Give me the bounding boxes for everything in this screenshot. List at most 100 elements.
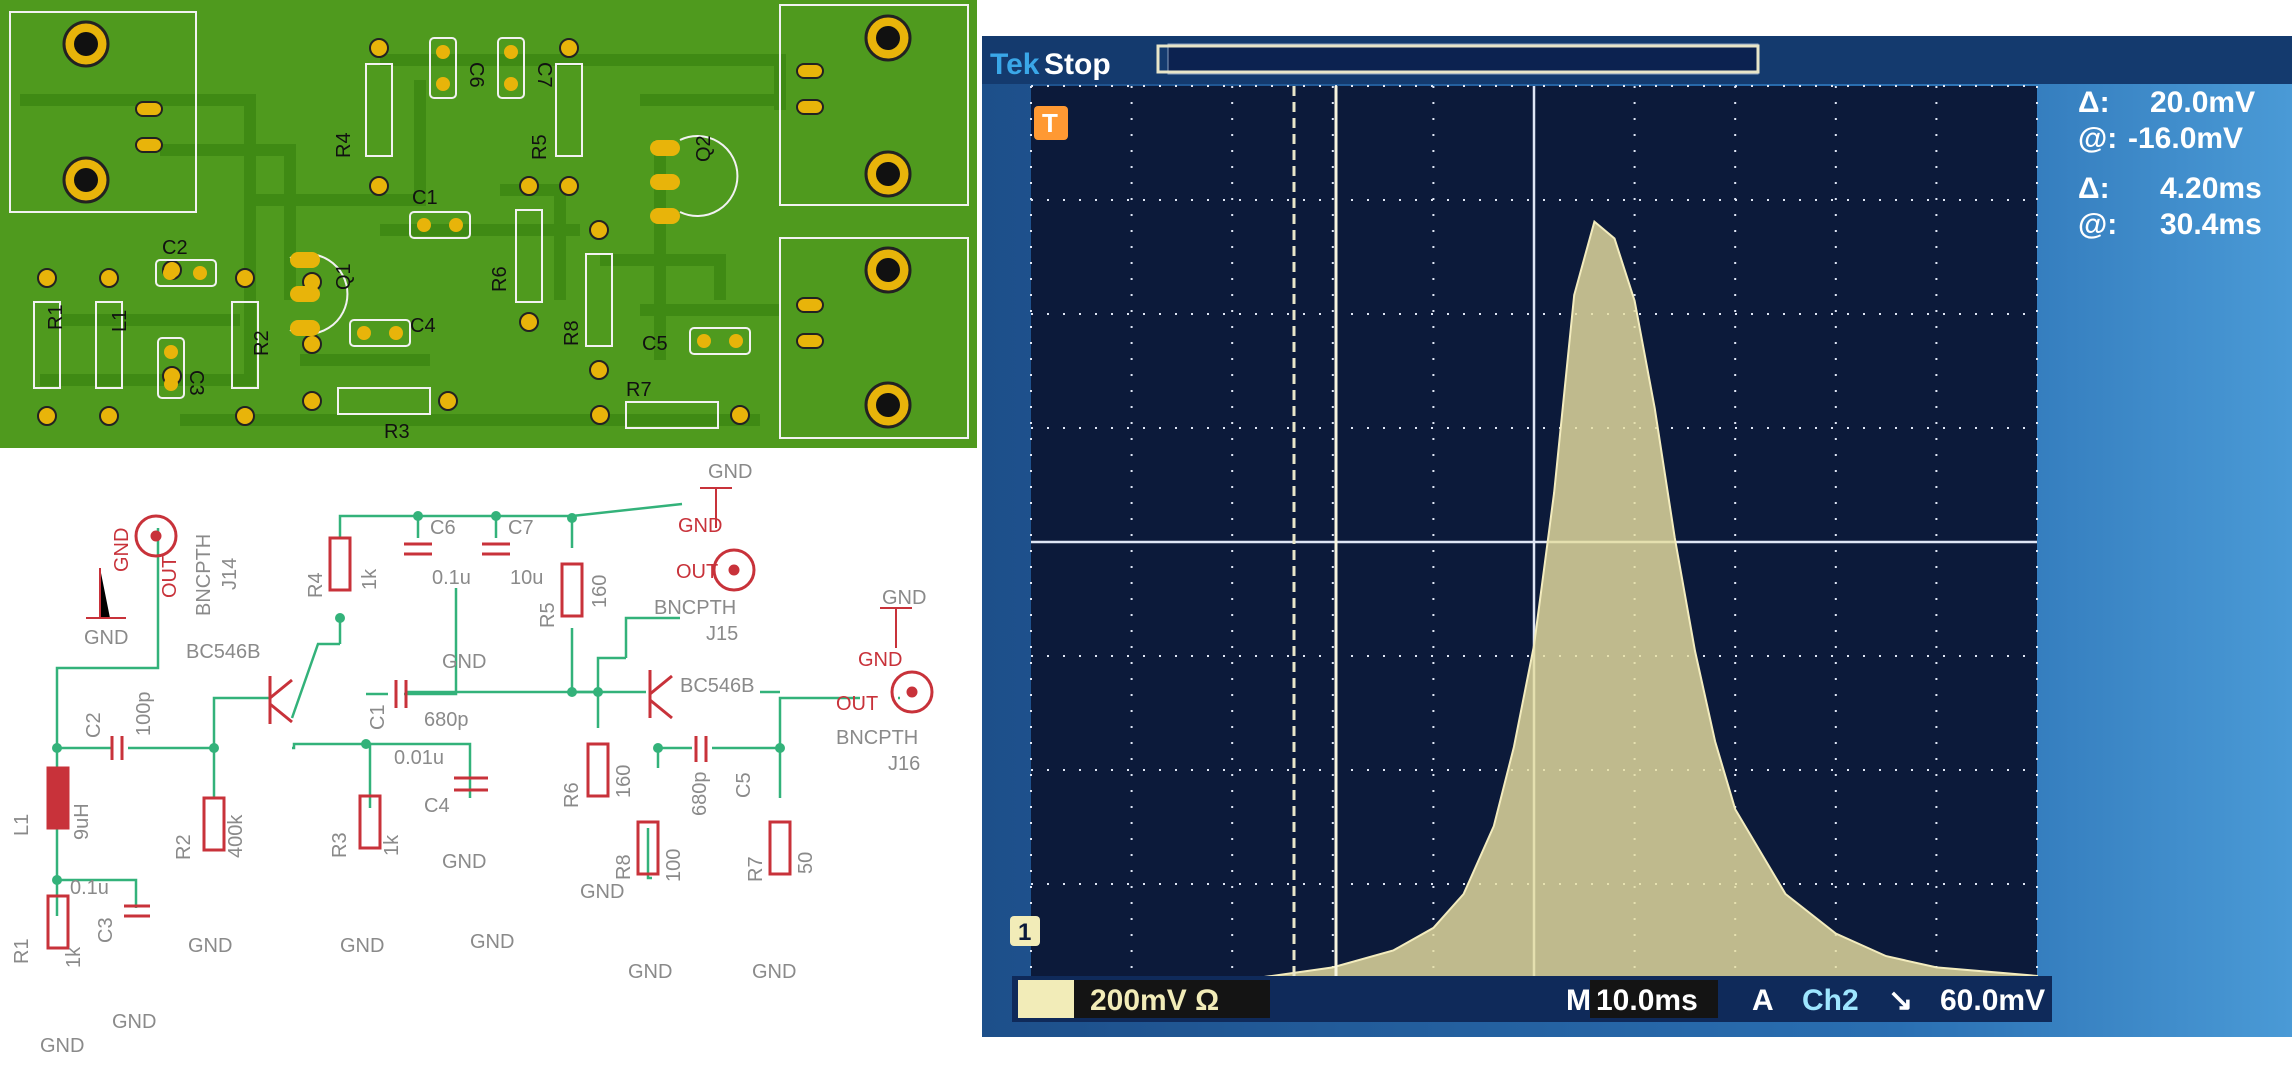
sch-gnd-7: GND (442, 651, 486, 673)
sch-gnd-12: GND (708, 461, 752, 483)
sch-r8-val: 100 (663, 849, 685, 882)
sch-gnd-4: GND (188, 935, 232, 957)
scope-brand: Tek (990, 48, 1040, 81)
sch-c3: C3 (95, 917, 117, 943)
sch-c7-val: 10u (510, 567, 543, 589)
schematic-symbols (46, 536, 792, 950)
pcb-label-r7: R7 (626, 379, 652, 401)
pcb-label-l1: L1 (109, 310, 131, 332)
sch-c7: C7 (508, 517, 534, 539)
scope-status: Stop (1044, 48, 1111, 81)
schematic-junctions (52, 511, 785, 885)
sch-j14-ref: J14 (219, 558, 241, 590)
pcb-label-r3: R3 (384, 421, 410, 443)
scope-timebase-box (1590, 980, 1718, 1018)
scope-channel-marker-label: 1 (1018, 919, 1031, 946)
sch-c2: C2 (83, 712, 105, 738)
readout-cursor-v-label: @: (2078, 122, 2117, 155)
sch-l1: L1 (11, 814, 33, 836)
sch-r1: R1 (11, 938, 33, 964)
pcb-bnc-pads (135, 63, 824, 349)
scope-trace-group (1030, 219, 2038, 991)
sch-r8: R8 (613, 854, 635, 880)
pcb-traces (20, 54, 786, 426)
pcb-label-c6: C6 (465, 62, 487, 88)
scope-timebase: 10.0ms (1596, 984, 1698, 1017)
scope-cursor-readouts: Δ: 20.0mV @: -16.0mV Δ: 4.20ms @: 30.4ms (2078, 86, 2262, 241)
sch-r5-val: 160 (589, 575, 611, 608)
pcb-connector-j14 (9, 11, 197, 213)
pcb-resistor-outlines (33, 63, 719, 429)
pcb-label-c5: C5 (642, 333, 668, 355)
sch-r2: R2 (173, 834, 195, 860)
pcb-label-c7: C7 (533, 62, 555, 88)
pcb-label-r8: R8 (561, 320, 583, 346)
sch-gnd-9: GND (580, 881, 624, 903)
sch-gnd-11: GND (752, 961, 796, 983)
pcb-label-c1: C1 (412, 187, 438, 209)
sch-gnd-3: GND (112, 1011, 156, 1033)
sch-j15-name: BNCPTH (654, 597, 736, 619)
sch-j16-ref: J16 (888, 753, 920, 775)
sch-c1: C1 (367, 704, 389, 730)
sch-j16-name: BNCPTH (836, 727, 918, 749)
sch-c6: C6 (430, 517, 456, 539)
sch-c4: C4 (424, 795, 450, 817)
pcb-silk-labels: R1 L1 R2 C2 C3 Q1 C4 R3 R4 C1 C6 C7 R5 R… (45, 62, 715, 443)
sch-c4-val: 0.01u (394, 747, 444, 769)
readout-delta-t: 4.20ms (2160, 172, 2262, 205)
pcb-capacitors (155, 37, 751, 399)
readout-delta-v: 20.0mV (2150, 86, 2255, 119)
scope-trace (1030, 219, 2038, 991)
readout-cursor-t: 30.4ms (2160, 208, 2262, 241)
pcb-transistors (289, 135, 739, 336)
pcb-label-r6: R6 (489, 266, 511, 292)
pcb-layout: R1 L1 R2 C2 C3 Q1 C4 R3 R4 C1 C6 C7 R5 R… (0, 0, 977, 448)
readout-cursor-v: -16.0mV (2128, 122, 2243, 155)
sch-r6-val: 160 (613, 765, 635, 798)
pcb-label-c4: C4 (410, 315, 436, 337)
schematic-wires (55, 502, 900, 916)
readout-cursor-t-label: @: (2078, 208, 2117, 241)
sch-c5: C5 (733, 772, 755, 798)
sch-c3-val: 0.1u (70, 877, 109, 899)
pcb-connector-j15 (779, 4, 969, 206)
sch-r4: R4 (305, 572, 327, 598)
scope-channel-marker (1010, 916, 1040, 946)
scope-trigger-level: 60.0mV (1940, 984, 2045, 1017)
sch-gnd-1: GND (84, 627, 128, 649)
schematic: L1 9uH R1 1k C3 0.1u C2 100p R2 400k BC5… (0, 448, 977, 1077)
scope-record-bar (1167, 43, 1759, 75)
pcb-label-c3: C3 (185, 370, 207, 396)
sch-r5: R5 (537, 602, 559, 628)
sch-gnd-6: GND (442, 851, 486, 873)
sch-q1: BC546B (186, 641, 261, 663)
scope-trigger-source: Ch2 (1802, 984, 1859, 1017)
sch-c1-val: 680p (424, 709, 469, 731)
sch-c6-val: 0.1u (432, 567, 471, 589)
sch-j16-out: OUT (836, 693, 878, 715)
sch-gnd-5: GND (340, 935, 384, 957)
sch-j14-gnd: GND (111, 528, 133, 572)
sch-gnd-8: GND (470, 931, 514, 953)
scope-ch1-badge (1018, 980, 1074, 1018)
sch-q2: BC546B (680, 675, 755, 697)
pcb-label-c2: C2 (162, 237, 188, 259)
sch-l1-val: 9uH (71, 803, 93, 840)
sch-r4-val: 1k (359, 568, 381, 590)
schematic-connector-labels: GND OUT BNCPTH J14 GND OUT BNCPTH J15 GN… (111, 515, 920, 775)
scope-timebase-prefix: M (1566, 984, 1591, 1017)
sch-c2-val: 100p (133, 692, 155, 737)
scope-trigger-slope: ↘ (1888, 984, 1913, 1017)
schematic-gnd-symbols (86, 487, 912, 648)
sch-r6: R6 (561, 782, 583, 808)
pcb-label-q1: Q1 (333, 263, 355, 290)
schematic-labels: L1 9uH R1 1k C3 0.1u C2 100p R2 400k BC5… (11, 461, 926, 1057)
sch-c5-val: 680p (689, 772, 711, 817)
scope-trigger-marker (1034, 106, 1068, 140)
readout-delta-t-label: Δ: (2078, 172, 2110, 205)
sch-r3: R3 (329, 832, 351, 858)
pcb-label-r5: R5 (529, 134, 551, 160)
sch-j15-ref: J15 (706, 623, 738, 645)
sch-j16-gnd: GND (858, 649, 902, 671)
